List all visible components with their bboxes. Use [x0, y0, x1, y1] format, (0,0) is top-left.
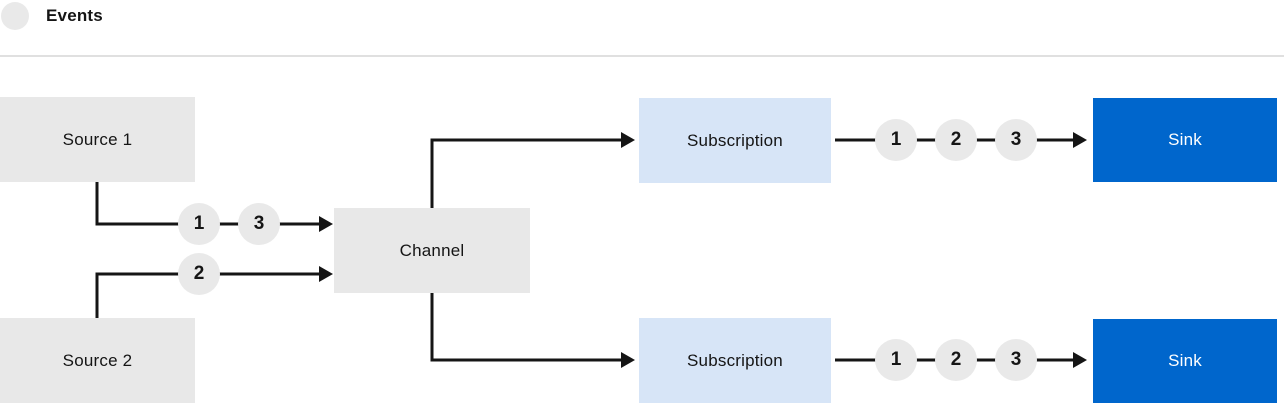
- divider-rule: [0, 55, 1284, 57]
- event-circle-2: 2: [935, 339, 977, 381]
- event-circle-3: 3: [995, 339, 1037, 381]
- node-subscription-top: Subscription: [639, 98, 831, 183]
- arrowhead-subscription-top-to-sink: [1073, 132, 1087, 148]
- arrowhead-channel-to-subscription-top: [621, 132, 635, 148]
- node-source-2: Source 2: [0, 318, 195, 403]
- node-subscription-top-label: Subscription: [687, 130, 783, 150]
- event-circle-1: 1: [875, 339, 917, 381]
- event-circle-1: 1: [178, 203, 220, 245]
- event-circle-3: 3: [238, 203, 280, 245]
- event-circle-3: 3: [995, 119, 1037, 161]
- legend: Events: [1, 1, 103, 30]
- node-channel: Channel: [334, 208, 530, 293]
- event-circle-2: 2: [178, 253, 220, 295]
- node-sink-top: Sink: [1093, 98, 1277, 182]
- wire-channel-to-subscription-top: [430, 138, 621, 208]
- arrowhead-source2-to-channel: [319, 266, 333, 282]
- arrowhead-subscription-bottom-to-sink: [1073, 352, 1087, 368]
- event-legend-circle-icon: [1, 1, 29, 30]
- node-sink-bottom-label: Sink: [1168, 351, 1202, 370]
- arrowhead-channel-to-subscription-bottom: [621, 352, 635, 368]
- event-circle-1: 1: [875, 119, 917, 161]
- node-sink-bottom: Sink: [1093, 319, 1277, 403]
- node-sink-top-label: Sink: [1168, 130, 1202, 149]
- node-subscription-bottom-label: Subscription: [687, 350, 783, 370]
- event-circle-2: 2: [935, 119, 977, 161]
- node-source-1-label: Source 1: [62, 129, 133, 149]
- node-subscription-bottom: Subscription: [639, 318, 831, 403]
- node-source-1: Source 1: [0, 97, 195, 182]
- wire-channel-to-subscription-bottom: [430, 293, 621, 362]
- node-source-2-label: Source 2: [62, 350, 133, 370]
- node-channel-label: Channel: [399, 240, 465, 260]
- legend-label: Events: [46, 5, 103, 25]
- wire-source2-to-channel: [95, 272, 319, 318]
- arrowhead-source1-to-channel: [319, 216, 333, 232]
